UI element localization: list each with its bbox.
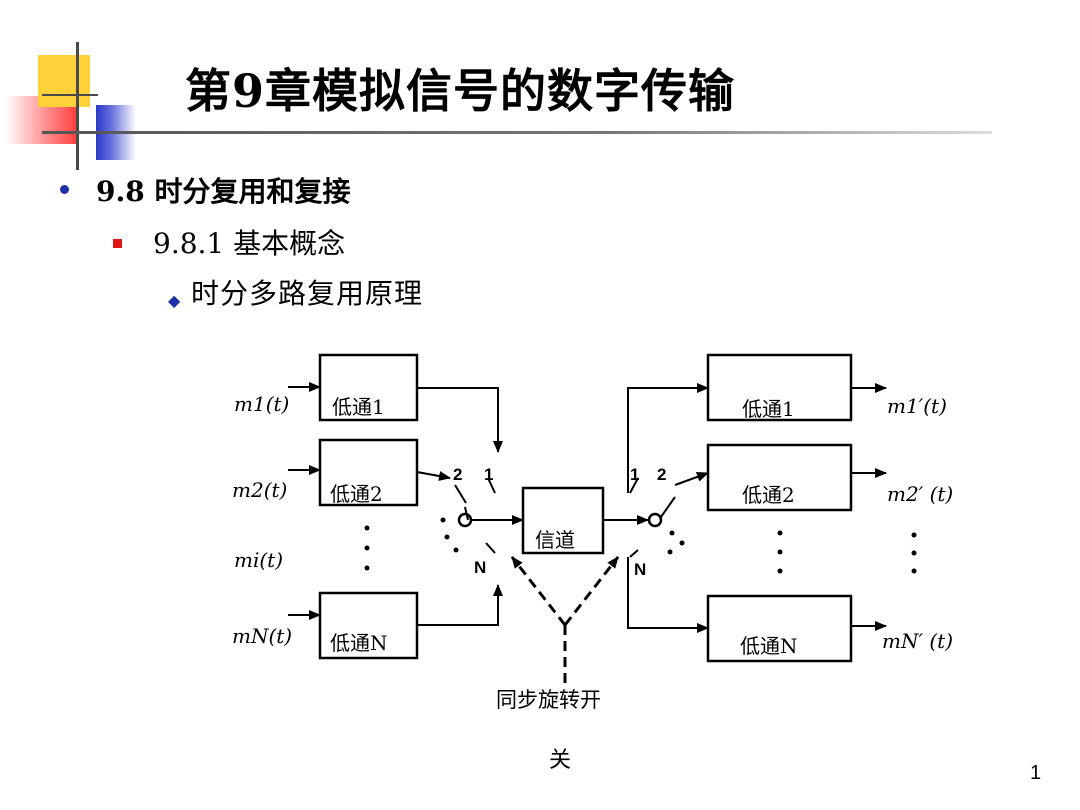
right-route-1 bbox=[627, 383, 709, 493]
page-number: 1 bbox=[1030, 762, 1042, 784]
tdm-diagram: m1(t) m2(t) mi(t) mN(t) 低通1 低通2 低通N 2 bbox=[232, 353, 953, 712]
slide-title: 第9章模拟信号的数字传输 bbox=[185, 64, 736, 118]
right-switch-label-1: 1 bbox=[630, 465, 639, 484]
input-label-1: m1(t) bbox=[234, 392, 289, 416]
output-dot bbox=[911, 568, 917, 574]
sync-label-line1: 同步旋转开 bbox=[496, 688, 601, 712]
output-dot bbox=[911, 550, 917, 556]
input-label-i: mi(t) bbox=[234, 548, 283, 572]
left-commutator-dot bbox=[453, 547, 459, 553]
outline-level3: 时分多路复用原理 bbox=[191, 277, 424, 310]
right-dot bbox=[777, 530, 783, 536]
corner-decoration-yellow bbox=[38, 55, 90, 107]
outline-level1: 9.8 时分复用和复接 bbox=[96, 175, 351, 208]
right-route-n bbox=[627, 557, 709, 633]
left-filter-label-n: 低通N bbox=[330, 631, 388, 655]
left-filter-label-2: 低通2 bbox=[330, 482, 383, 506]
left-commutator-dot bbox=[444, 534, 450, 540]
corner-decoration-vertical-line bbox=[76, 42, 79, 170]
bullet-level2-icon bbox=[113, 239, 122, 248]
left-dot bbox=[364, 525, 370, 531]
outline-level2: 9.8.1 基本概念 bbox=[153, 227, 346, 260]
right-filter-label-n: 低通N bbox=[740, 634, 798, 658]
right-route-2 bbox=[674, 472, 709, 486]
left-commutator-dot bbox=[440, 517, 446, 523]
right-switch-label-n: N bbox=[634, 560, 646, 579]
right-switch-label-2: 2 bbox=[657, 465, 666, 484]
right-commutator-dot bbox=[669, 530, 675, 536]
left-route-n bbox=[417, 584, 503, 626]
corner-decoration-horizontal-line bbox=[42, 94, 98, 96]
left-filter-label-1: 低通1 bbox=[332, 395, 385, 419]
right-dot bbox=[777, 568, 783, 574]
right-commutator-dot bbox=[679, 540, 685, 546]
right-dot bbox=[777, 549, 783, 555]
left-dot bbox=[364, 565, 370, 571]
left-route-2 bbox=[416, 471, 451, 481]
left-route-1 bbox=[417, 387, 503, 453]
left-switch-label-n: N bbox=[474, 558, 486, 577]
right-commutator bbox=[629, 477, 676, 558]
left-commutator bbox=[454, 477, 496, 554]
output-label-1: m1′(t) bbox=[887, 394, 947, 418]
output-label-2: m2′ (t) bbox=[887, 482, 953, 506]
bullet-level1-icon bbox=[60, 185, 69, 194]
right-filter-label-1: 低通1 bbox=[742, 397, 795, 421]
bullet-level3-icon: ◆ bbox=[168, 291, 181, 310]
right-commutator-dot bbox=[667, 549, 673, 555]
right-filter-box-2 bbox=[706, 443, 853, 512]
sync-label-line2: 关 bbox=[549, 748, 572, 773]
right-filter-box-n bbox=[706, 594, 853, 663]
output-dot bbox=[911, 532, 917, 538]
output-label-n: mN′ (t) bbox=[882, 629, 953, 653]
sync-linkage bbox=[510, 556, 620, 687]
left-switch-label-1: 1 bbox=[484, 465, 493, 484]
input-label-n: mN(t) bbox=[232, 624, 292, 648]
left-dot bbox=[364, 545, 370, 551]
right-filter-label-2: 低通2 bbox=[742, 483, 795, 507]
channel-label: 信道 bbox=[535, 528, 575, 552]
input-label-2: m2(t) bbox=[232, 478, 287, 502]
left-switch-label-2: 2 bbox=[453, 465, 462, 484]
title-underline bbox=[42, 131, 992, 134]
